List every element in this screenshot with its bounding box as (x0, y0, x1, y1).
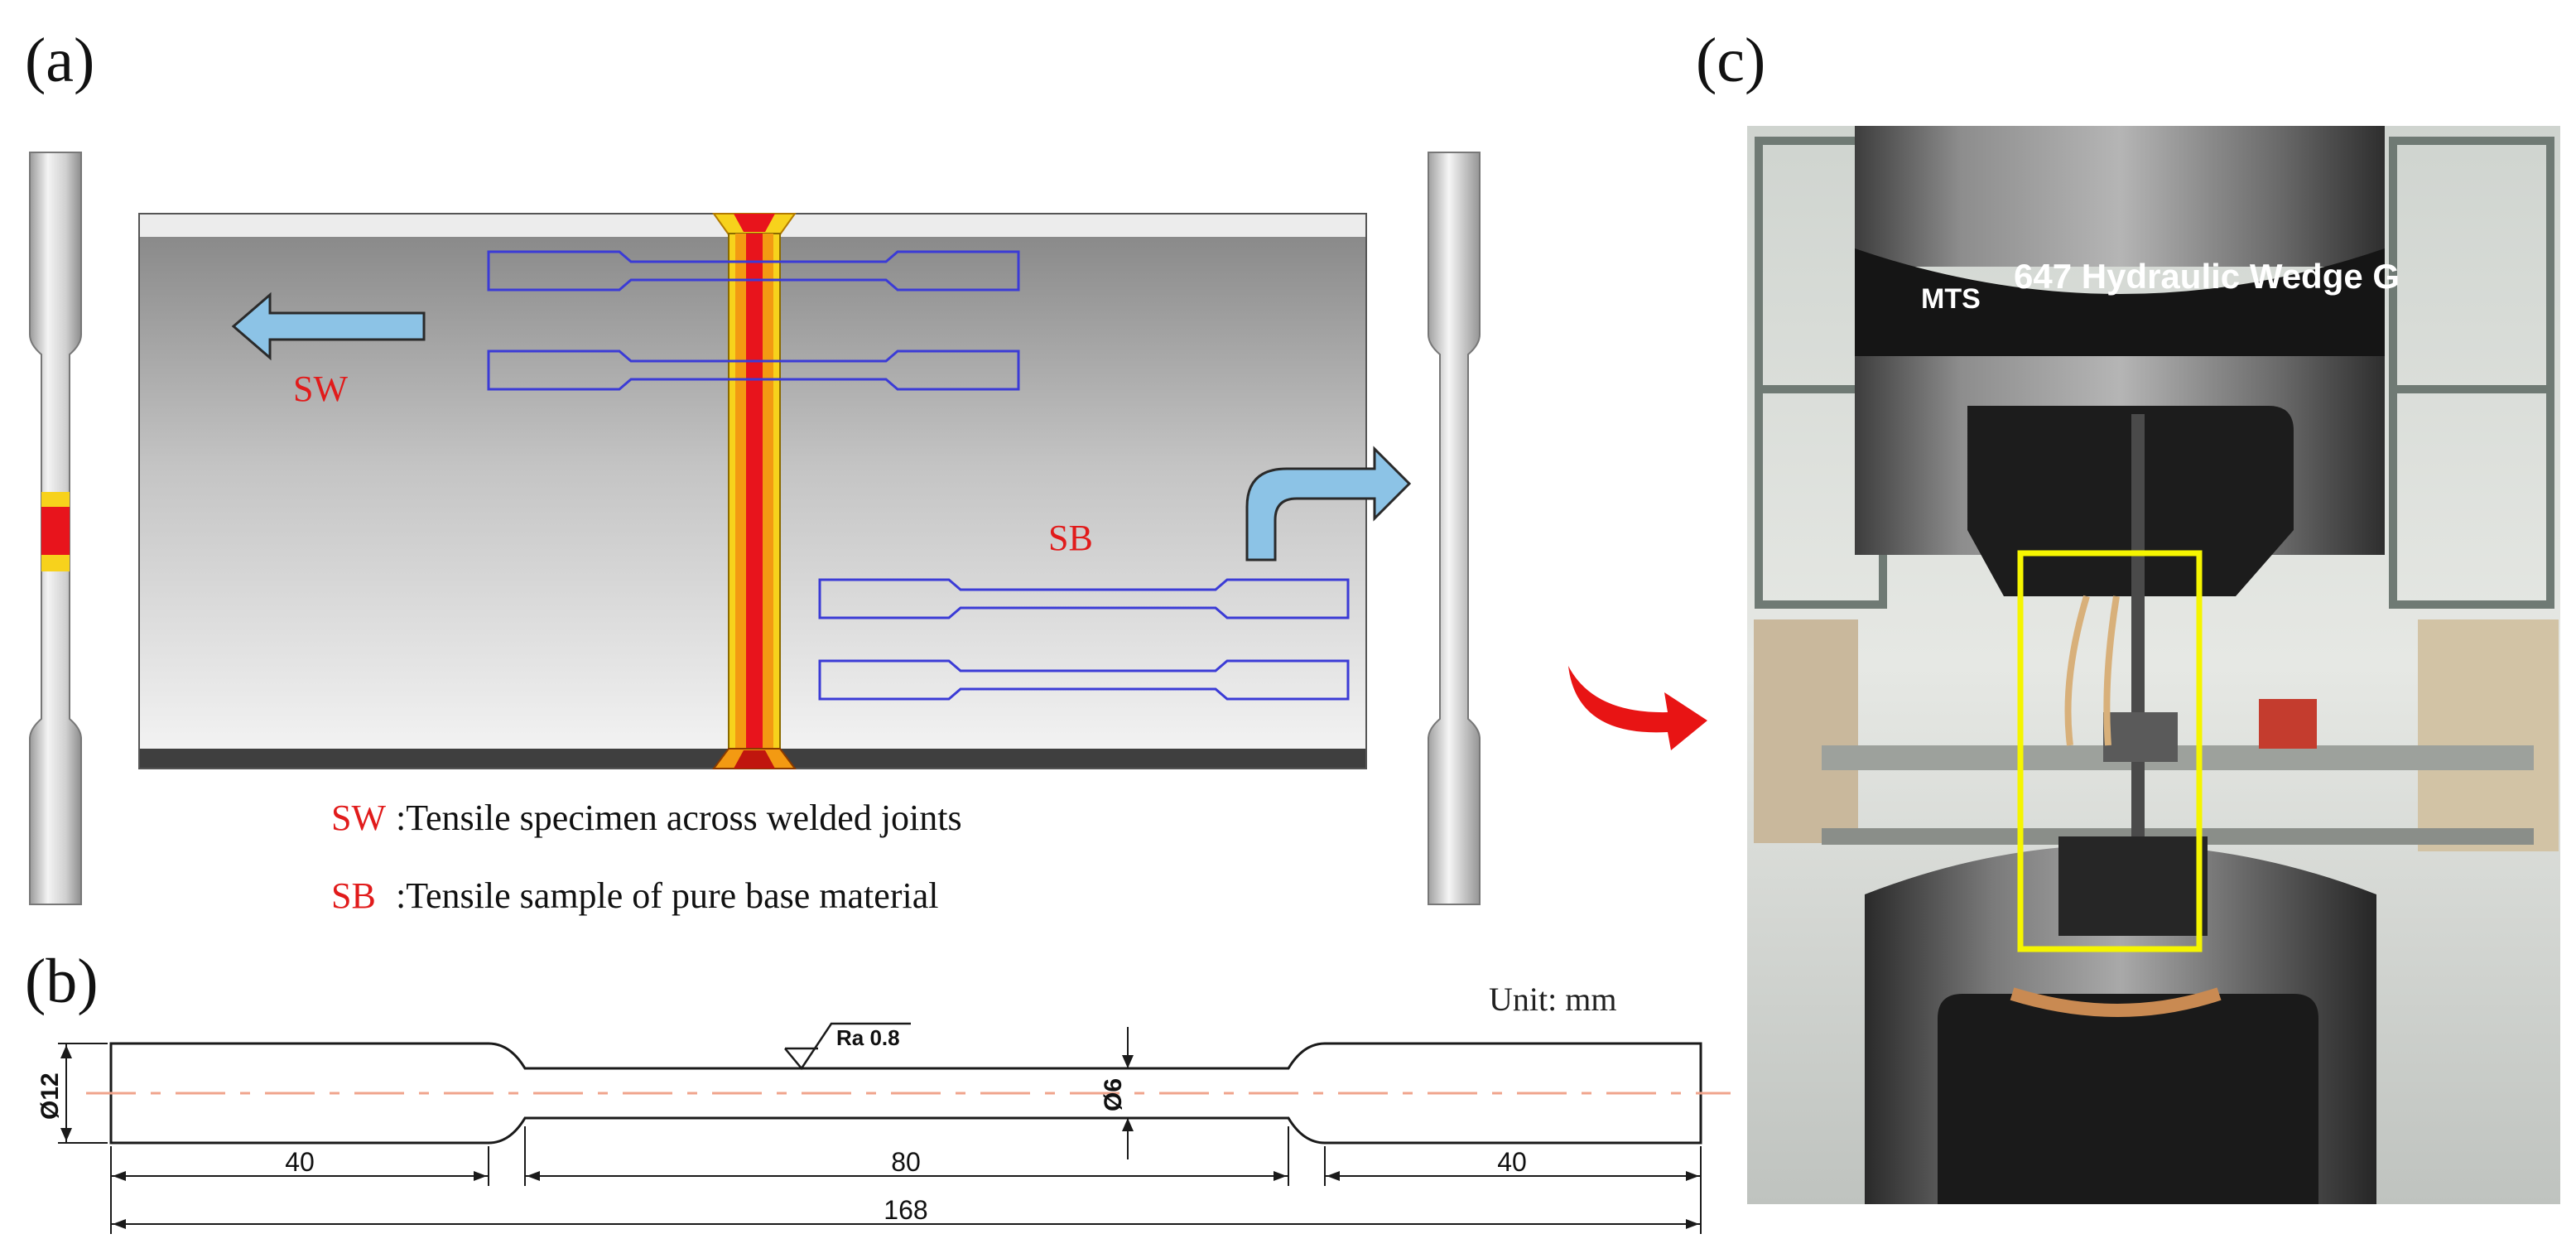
machine-brand: MTS (1921, 283, 1981, 315)
dim-lengths (110, 1126, 1702, 1234)
sw-specimen-outlines (487, 250, 1020, 391)
specimen-drawing (109, 1042, 1702, 1145)
panel-c-label: (c) (1696, 26, 1765, 95)
machine-text: 647 Hydraulic Wedge G (2014, 257, 2400, 296)
dim-diameter-small: Ø6 (1100, 1027, 1134, 1159)
dim-left-value: 40 (285, 1147, 315, 1177)
sw-specimen-2 (487, 349, 1020, 391)
dim-mid-value: 80 (891, 1147, 921, 1177)
panel-a-label: (a) (25, 26, 94, 95)
panel-b: (b) Unit: mm Ra 0.8 Ø12 Ø6 (25, 947, 1731, 1234)
sw-specimen-1 (487, 250, 1020, 292)
sb-specimen-outlines (818, 578, 1350, 701)
legend-sb-abbr: SB (331, 875, 376, 916)
sb-specimen-2 (818, 659, 1350, 701)
sw-tag: SW (293, 369, 348, 409)
panel-b-label: (b) (25, 947, 99, 1016)
roughness-label: Ra 0.8 (836, 1025, 900, 1050)
sw-arrow-left-icon (231, 292, 426, 361)
sb-curved-arrow-icon (1245, 446, 1412, 562)
dim-diameter-large: Ø12 (36, 1043, 108, 1144)
dim-total-value: 168 (884, 1195, 927, 1225)
roughness-symbol: Ra 0.8 (784, 1022, 911, 1071)
weld-zone-red (41, 507, 70, 555)
sb-tag: SB (1048, 518, 1093, 558)
dim-right-value: 40 (1497, 1147, 1527, 1177)
weld-bead (712, 213, 797, 769)
panel-c: (c) MTS 647 Hydraulic Wedge G (1696, 26, 2560, 1204)
left-round-specimen (29, 152, 82, 905)
svg-text:Ø6: Ø6 (1100, 1078, 1127, 1111)
legend-sb-text: :Tensile sample of pure base material (396, 875, 938, 916)
panel-a: (a) (25, 26, 1481, 916)
test-machine-photo: MTS 647 Hydraulic Wedge G (1747, 126, 2560, 1204)
legend-sw-text: :Tensile specimen across welded joints (396, 798, 962, 838)
right-round-specimen (1428, 152, 1481, 905)
unit-label: Unit: mm (1489, 981, 1616, 1018)
svg-text:Ø12: Ø12 (36, 1072, 64, 1120)
sb-specimen-1 (818, 578, 1350, 619)
legend: SW :Tensile specimen across welded joint… (331, 798, 962, 916)
red-curved-arrow-icon (1568, 666, 1707, 750)
specimen-highlight-box (2017, 550, 2203, 952)
legend-sw-abbr: SW (331, 798, 386, 838)
